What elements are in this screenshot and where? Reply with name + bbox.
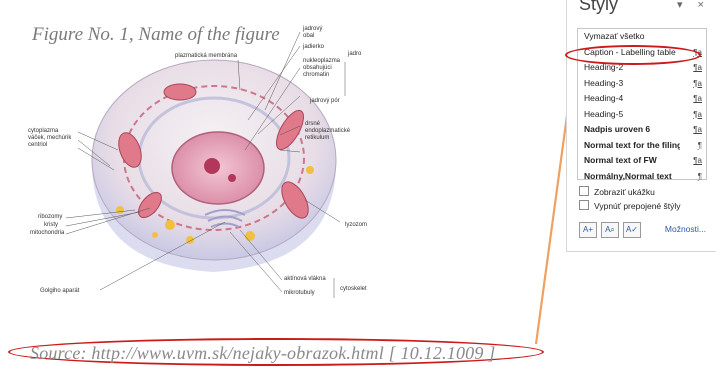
label-golgi: Golgiho aparát [40, 288, 80, 294]
label-lysosome: lyzozom [345, 222, 367, 228]
label-cristae: kristy [44, 222, 58, 228]
style-inspector-icon[interactable]: A⌕ [601, 222, 619, 238]
manage-styles-icon[interactable]: A✓ [623, 222, 641, 238]
style-item-normalny[interactable]: Normálny,Normal text ¶ [578, 169, 706, 185]
label-cytoplasm: cytoplazma [28, 128, 59, 134]
style-item-label: Normal text of FW [584, 153, 680, 169]
show-preview-checkbox[interactable]: Zobraziť ukážku [579, 186, 655, 197]
style-item-label: Heading-5 [584, 107, 680, 123]
style-item-label: Heading-3 [584, 76, 680, 92]
styles-list[interactable]: Vymazať všetko Caption - Labelling table… [577, 28, 707, 180]
label-ribosomes: ribozomy [38, 214, 62, 220]
style-item-normal-fw[interactable]: Normal text of FW ¶a [578, 153, 706, 169]
style-item-normal-filing[interactable]: Normal text for the filing ¶ [578, 138, 706, 154]
style-item-label: Normálny,Normal text [584, 169, 680, 185]
style-item-clear-all[interactable]: Vymazať všetko [578, 29, 706, 45]
paragraph-style-icon: ¶ [698, 138, 702, 154]
cell-diagram: plazmatická membrána jadrový obal jadier… [0, 0, 420, 300]
style-item-heading-3[interactable]: Heading-3 ¶a [578, 76, 706, 92]
label-cytoskeleton: cytoskelet [340, 286, 367, 292]
style-item-heading-5[interactable]: Heading-5 ¶a [578, 107, 706, 123]
label-chromatin: chromatin [303, 72, 329, 78]
label-mitochondria: mitochondria [30, 230, 65, 236]
style-item-heading-2[interactable]: Heading-2 ¶a [578, 60, 706, 76]
label-rough-er-2: endoplazmatické [305, 128, 351, 134]
figure-source: Source: http://www.uvm.sk/nejaky-obrazok… [30, 343, 495, 364]
linked-style-icon: ¶a [693, 60, 702, 76]
linked-style-icon: ¶a [693, 76, 702, 92]
label-rough-er-3: retikulum [305, 135, 329, 141]
label-nucleus: jadro [347, 51, 362, 57]
style-item-nadpis-6[interactable]: Nadpis uroven 6 ¶a [578, 122, 706, 138]
label-nuclear-envelope: jadrový [302, 26, 322, 32]
style-item-label: Nadpis uroven 6 [584, 122, 680, 138]
label-centriole: centriol [28, 142, 47, 148]
checkbox-box[interactable] [579, 200, 589, 210]
label-nuclear-envelope-2: obal [303, 33, 314, 39]
style-item-label: Normal text for the filing [584, 138, 680, 154]
disable-linked-label: Vypnúť prepojené štýly [594, 201, 681, 211]
label-nucleoplasm-2: obsahujúci [303, 65, 332, 71]
paragraph-style-icon: ¶ [698, 169, 702, 185]
label-actin: aktínová vlákna [284, 276, 326, 282]
style-item-heading-4[interactable]: Heading-4 ¶a [578, 91, 706, 107]
options-link[interactable]: Možnosti... [665, 224, 706, 234]
label-nucleolus: jadierko [302, 44, 325, 50]
pane-controls[interactable]: ▾ × [677, 0, 710, 11]
style-item-label: Heading-4 [584, 91, 680, 107]
checkbox-box[interactable] [579, 186, 589, 196]
label-microtubules: mikrotubuly [284, 290, 315, 296]
linked-style-icon: ¶a [693, 91, 702, 107]
label-vesicle: váček, mechúrik [28, 135, 72, 141]
new-style-icon[interactable]: A+ [579, 222, 597, 238]
linked-style-icon: ¶a [693, 122, 702, 138]
linked-style-icon: ¶a [693, 153, 702, 169]
label-nuclear-pore: jadrový pór [309, 98, 340, 104]
label-plasma-membrane: plazmatická membrána [175, 53, 238, 59]
pane-buttons: A+A⌕A✓ [579, 222, 645, 240]
linked-style-icon: ¶a [693, 45, 702, 61]
linked-style-icon: ¶a [693, 107, 702, 123]
disable-linked-checkbox[interactable]: Vypnúť prepojené štýly [579, 200, 681, 211]
style-item-caption[interactable]: Caption - Labelling table ¶a [578, 45, 706, 61]
style-item-label: Heading-2 [584, 60, 680, 76]
style-item-label: Vymazať všetko [584, 29, 680, 45]
show-preview-label: Zobraziť ukážku [594, 187, 655, 197]
label-rough-er: drsné [305, 121, 321, 127]
label-nucleoplasm: nukleoplazma [303, 58, 341, 64]
styles-pane: Štýly ▾ × Vymazať všetko Caption - Label… [566, 0, 716, 252]
style-item-label: Caption - Labelling table [584, 45, 680, 61]
styles-pane-title: Štýly [579, 0, 618, 15]
